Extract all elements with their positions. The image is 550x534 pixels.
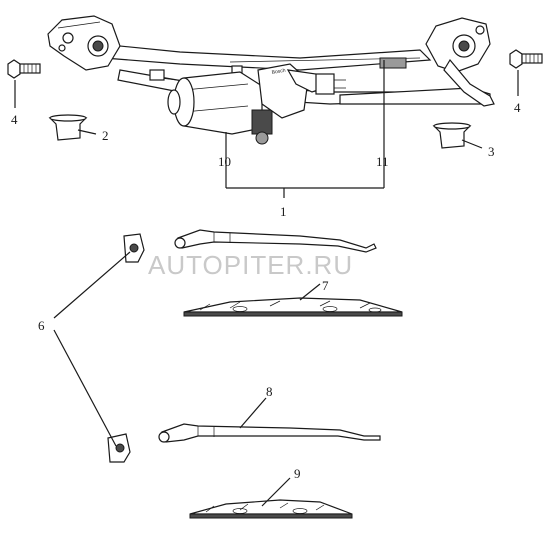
leader-lines [14, 60, 519, 507]
bolt-left [7, 59, 41, 79]
callout-4-left: 4 [11, 112, 18, 127]
callout-11: 11 [376, 154, 389, 169]
pivot-cap-left [48, 114, 88, 141]
wiper-arm-upper [174, 229, 377, 253]
wiper-blade-upper [183, 297, 403, 317]
right-pivot-bracket [425, 17, 495, 107]
wiper-blade-lower [189, 499, 353, 519]
arm-nut-cover-upper [123, 233, 145, 263]
callout-6: 6 [38, 318, 45, 333]
callout-3: 3 [488, 144, 495, 159]
motor-gearbox: Bosch [257, 63, 346, 119]
callout-1: 1 [280, 204, 287, 219]
bolt-right [509, 49, 543, 69]
callout-8: 8 [266, 384, 273, 399]
left-pivot-bracket [47, 15, 121, 71]
wiper-linkage-assembly: Bosch [47, 15, 495, 145]
callout-10: 10 [218, 154, 231, 169]
watermark-text: AUTOPITER.RU [148, 250, 353, 280]
callout-7: 7 [322, 278, 329, 293]
callout-2: 2 [102, 128, 109, 143]
linkage-bar-upper [99, 43, 432, 71]
wiper-arm-lower [158, 423, 381, 443]
callout-9: 9 [294, 466, 301, 481]
motor-brand-label: Bosch [271, 68, 286, 76]
wiper-motor [167, 71, 273, 145]
pivot-cap-right [432, 122, 472, 149]
bar-clip-left [149, 69, 165, 81]
callout-4-right: 4 [514, 100, 521, 115]
